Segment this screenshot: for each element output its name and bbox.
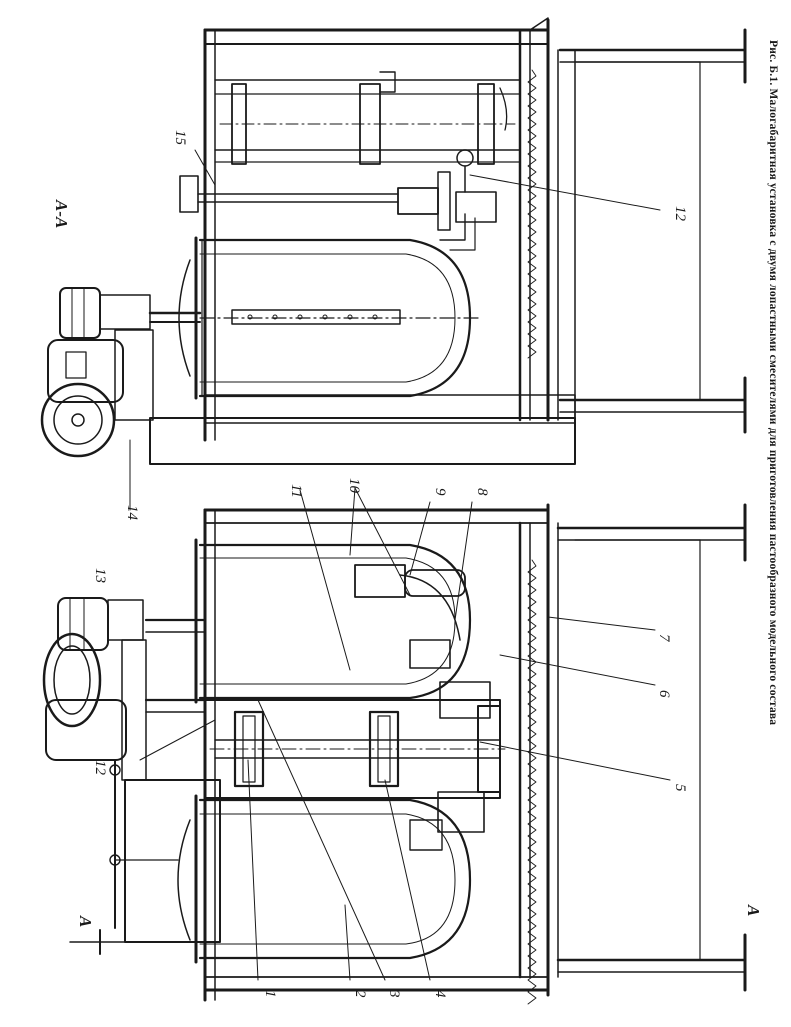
figure-caption: Рис. Б.1. Малогабаритная установка с дву… bbox=[767, 40, 779, 725]
label-5: 5 bbox=[672, 784, 688, 792]
section-title: А-А bbox=[52, 199, 71, 228]
label-2: 2 bbox=[352, 990, 368, 998]
label-3: 3 bbox=[386, 989, 402, 998]
label-13: 13 bbox=[92, 568, 108, 583]
part-labels: 1 2 3 4 5 6 7 8 9 10 11 12 13 12 14 15 А… bbox=[52, 40, 779, 998]
section-view-a-a bbox=[40, 17, 747, 511]
label-6: 6 bbox=[656, 690, 672, 698]
label-15: 15 bbox=[172, 130, 188, 146]
label-11: 11 bbox=[288, 484, 304, 498]
label-1: 1 bbox=[262, 990, 278, 998]
label-12-front: 12 bbox=[92, 760, 108, 776]
label-9: 9 bbox=[432, 488, 448, 496]
label-14: 14 bbox=[124, 505, 140, 521]
label-8: 8 bbox=[474, 488, 490, 496]
label-12-section: 12 bbox=[672, 206, 688, 222]
section-mark-right: А bbox=[744, 904, 763, 916]
section-mark-left: А bbox=[76, 915, 95, 927]
front-view bbox=[42, 487, 747, 1005]
label-7: 7 bbox=[656, 634, 672, 643]
label-4: 4 bbox=[432, 990, 448, 998]
label-10: 10 bbox=[346, 478, 362, 494]
